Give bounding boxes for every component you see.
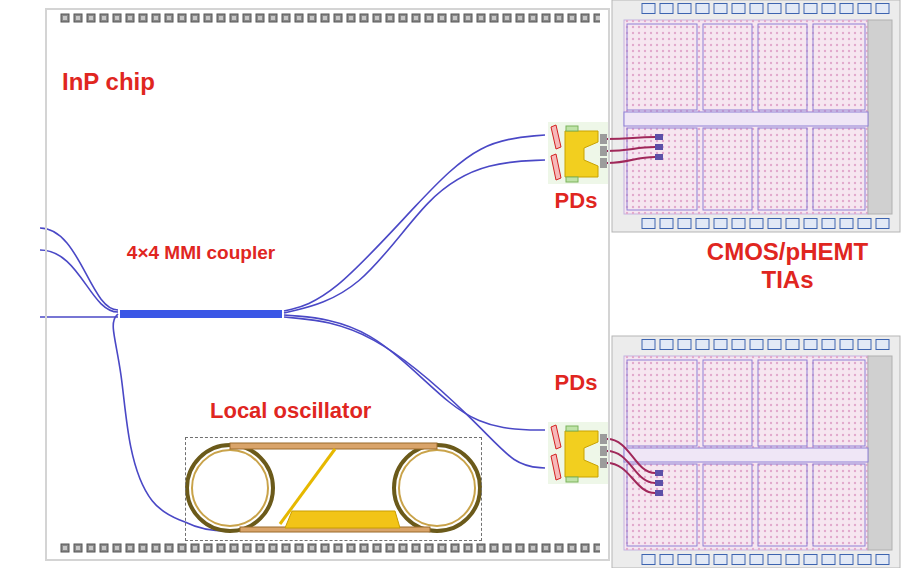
bond-wire xyxy=(607,439,655,473)
bus-waveguide xyxy=(230,443,437,449)
bond-wire xyxy=(607,463,655,493)
tia-bus xyxy=(624,112,868,126)
node-label: PDs xyxy=(555,370,598,395)
tia-block xyxy=(627,24,697,110)
photodiode-block: PDs xyxy=(545,122,607,216)
waveguide xyxy=(113,314,185,522)
metal-pad xyxy=(565,131,598,177)
input-waveguide xyxy=(40,250,118,312)
tia-column xyxy=(868,20,892,214)
tia-fill xyxy=(624,20,868,214)
pad-row xyxy=(60,543,600,553)
mmi-bar xyxy=(120,310,282,318)
waveguide xyxy=(284,160,545,313)
local-oscillator: Local oscillator xyxy=(185,395,482,541)
via xyxy=(566,177,578,182)
chip-label: CMOS/pHEMT TIAs xyxy=(700,238,875,294)
ring-resonator xyxy=(192,450,268,526)
electrode-line xyxy=(280,449,335,524)
bond-wire xyxy=(607,137,655,139)
tia-block xyxy=(758,128,807,210)
waveguide xyxy=(284,135,545,311)
tia-block xyxy=(627,128,697,210)
ring-resonator xyxy=(187,445,273,531)
input-waveguide xyxy=(40,316,118,318)
node-label: 4×4 MMI coupler xyxy=(127,242,275,264)
node-label: InP chip xyxy=(62,68,155,96)
contact xyxy=(600,158,607,168)
waveguide xyxy=(284,317,545,468)
photodiode-illustration xyxy=(548,122,610,184)
tia-block xyxy=(703,128,752,210)
tia-block xyxy=(758,24,807,110)
contact xyxy=(600,146,607,156)
gain-section xyxy=(285,511,400,528)
tia-pad-row xyxy=(640,218,890,229)
tia-chip xyxy=(612,0,900,232)
tia-block xyxy=(813,128,865,210)
pd-area xyxy=(548,122,610,184)
ring-resonator xyxy=(399,450,475,526)
tia-core xyxy=(624,20,868,214)
inp-chip: PDs4×4 MMI couplerPDsLocal oscillatorInP… xyxy=(45,8,610,561)
node-label: Local oscillator xyxy=(210,398,371,423)
tia-input-pad xyxy=(655,144,663,150)
pad-row xyxy=(60,13,600,23)
tia-block xyxy=(703,24,752,110)
tia-block xyxy=(813,24,865,110)
tia-input-pad xyxy=(655,154,663,160)
input-waveguide xyxy=(40,228,118,310)
bond-wire xyxy=(607,147,655,151)
photodiode xyxy=(551,154,561,180)
via xyxy=(566,126,578,131)
ring-resonator xyxy=(394,445,480,531)
dashed-outline xyxy=(185,437,482,541)
contact xyxy=(600,134,607,144)
photodiode-block: PDs xyxy=(545,368,607,488)
tia-pad-row xyxy=(640,3,890,14)
tia-input-pad xyxy=(655,134,663,140)
bond-wire xyxy=(607,157,655,163)
node-label: PDs xyxy=(555,188,598,213)
tia-die xyxy=(612,0,900,232)
tia-chip xyxy=(612,336,900,568)
photodiode xyxy=(551,125,561,149)
mmi-coupler: 4×4 MMI coupler xyxy=(118,240,284,320)
photodiode-illustration xyxy=(548,422,610,484)
